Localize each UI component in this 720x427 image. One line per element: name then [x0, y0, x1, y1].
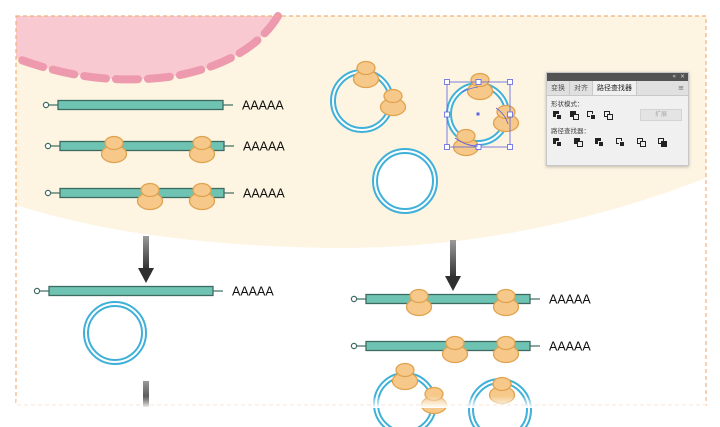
selection-handle[interactable]: [475, 79, 482, 85]
panel-menu-icon[interactable]: ≡: [678, 84, 684, 92]
merge-button[interactable]: [595, 137, 604, 147]
trim-button[interactable]: [574, 137, 583, 147]
ribosome: [492, 335, 520, 364]
ribosome: [379, 88, 407, 117]
minus-back-button[interactable]: [658, 137, 667, 147]
bottom-fade: [16, 396, 706, 408]
panel-tabs: 变换 对齐 路径查找器 ≡: [547, 81, 688, 96]
circrna-empty: [372, 148, 438, 214]
mrna-strand: AAAAA: [350, 340, 591, 354]
circrna-left: [83, 301, 147, 365]
tab-align[interactable]: 对齐: [570, 81, 593, 95]
selection-handle[interactable]: [475, 144, 482, 150]
selection-center-point: [476, 112, 480, 116]
tab-transform[interactable]: 变换: [547, 81, 570, 95]
ribosome: [188, 135, 216, 164]
pathfinder-panel[interactable]: « × 变换 对齐 路径查找器 ≡ 形状模式： 扩展 路径查找器：: [546, 72, 689, 166]
panel-titlebar[interactable]: « ×: [547, 73, 688, 81]
crop-button[interactable]: [616, 137, 625, 147]
mrna-strand: AAAAA: [42, 99, 284, 113]
divide-button[interactable]: [553, 137, 562, 147]
pathfinders-row: [547, 134, 688, 150]
selection-handle[interactable]: [507, 144, 513, 150]
arrow-down-bottom: [143, 381, 149, 407]
ribosome: [492, 288, 520, 317]
ribosome: [188, 182, 216, 211]
ribosome: [100, 135, 128, 164]
selection-bounding-box[interactable]: [444, 79, 513, 150]
collapse-icon[interactable]: «: [672, 73, 676, 80]
expand-button[interactable]: 扩展: [640, 109, 682, 121]
shape-modes-label: 形状模式：: [551, 100, 584, 108]
polya-tail-label: AAAAA: [242, 99, 284, 113]
selection-handle[interactable]: [444, 79, 450, 85]
selection-handle[interactable]: [507, 111, 513, 118]
polya-tail-label: AAAAA: [232, 285, 274, 299]
mrna-strand: AAAAA: [33, 285, 274, 299]
mrna-strand: AAAAA: [350, 293, 591, 307]
mrna-strand: AAAAA: [44, 140, 285, 154]
ribosome: [492, 104, 520, 133]
selection-handle[interactable]: [444, 144, 450, 150]
ribosome: [136, 182, 164, 211]
ribosome: [391, 362, 419, 391]
ribosome: [441, 335, 469, 364]
polya-tail-label: AAAAA: [243, 140, 285, 154]
ribosome: [352, 60, 380, 89]
minus-front-button[interactable]: [570, 110, 579, 120]
selection-handle[interactable]: [444, 111, 450, 118]
outline-button[interactable]: [637, 137, 646, 147]
polya-tail-label: AAAAA: [549, 340, 591, 354]
ribosome: [466, 72, 494, 101]
polya-tail-label: AAAAA: [243, 187, 285, 201]
shape-modes-row: 扩展: [547, 107, 688, 123]
ribosome: [405, 288, 433, 317]
close-icon[interactable]: ×: [679, 73, 685, 80]
pathfinders-label: 路径查找器：: [551, 127, 590, 135]
arrow-down-left: [138, 236, 154, 283]
nucleus: [12, 12, 282, 84]
arrow-down-right: [445, 240, 461, 291]
selection-handle[interactable]: [507, 79, 513, 85]
tab-pathfinder[interactable]: 路径查找器: [593, 81, 637, 95]
exclude-button[interactable]: [604, 110, 613, 120]
intersect-button[interactable]: [587, 110, 596, 120]
ribosome: [452, 128, 480, 157]
unite-button[interactable]: [553, 110, 562, 120]
polya-tail-label: AAAAA: [549, 293, 591, 307]
